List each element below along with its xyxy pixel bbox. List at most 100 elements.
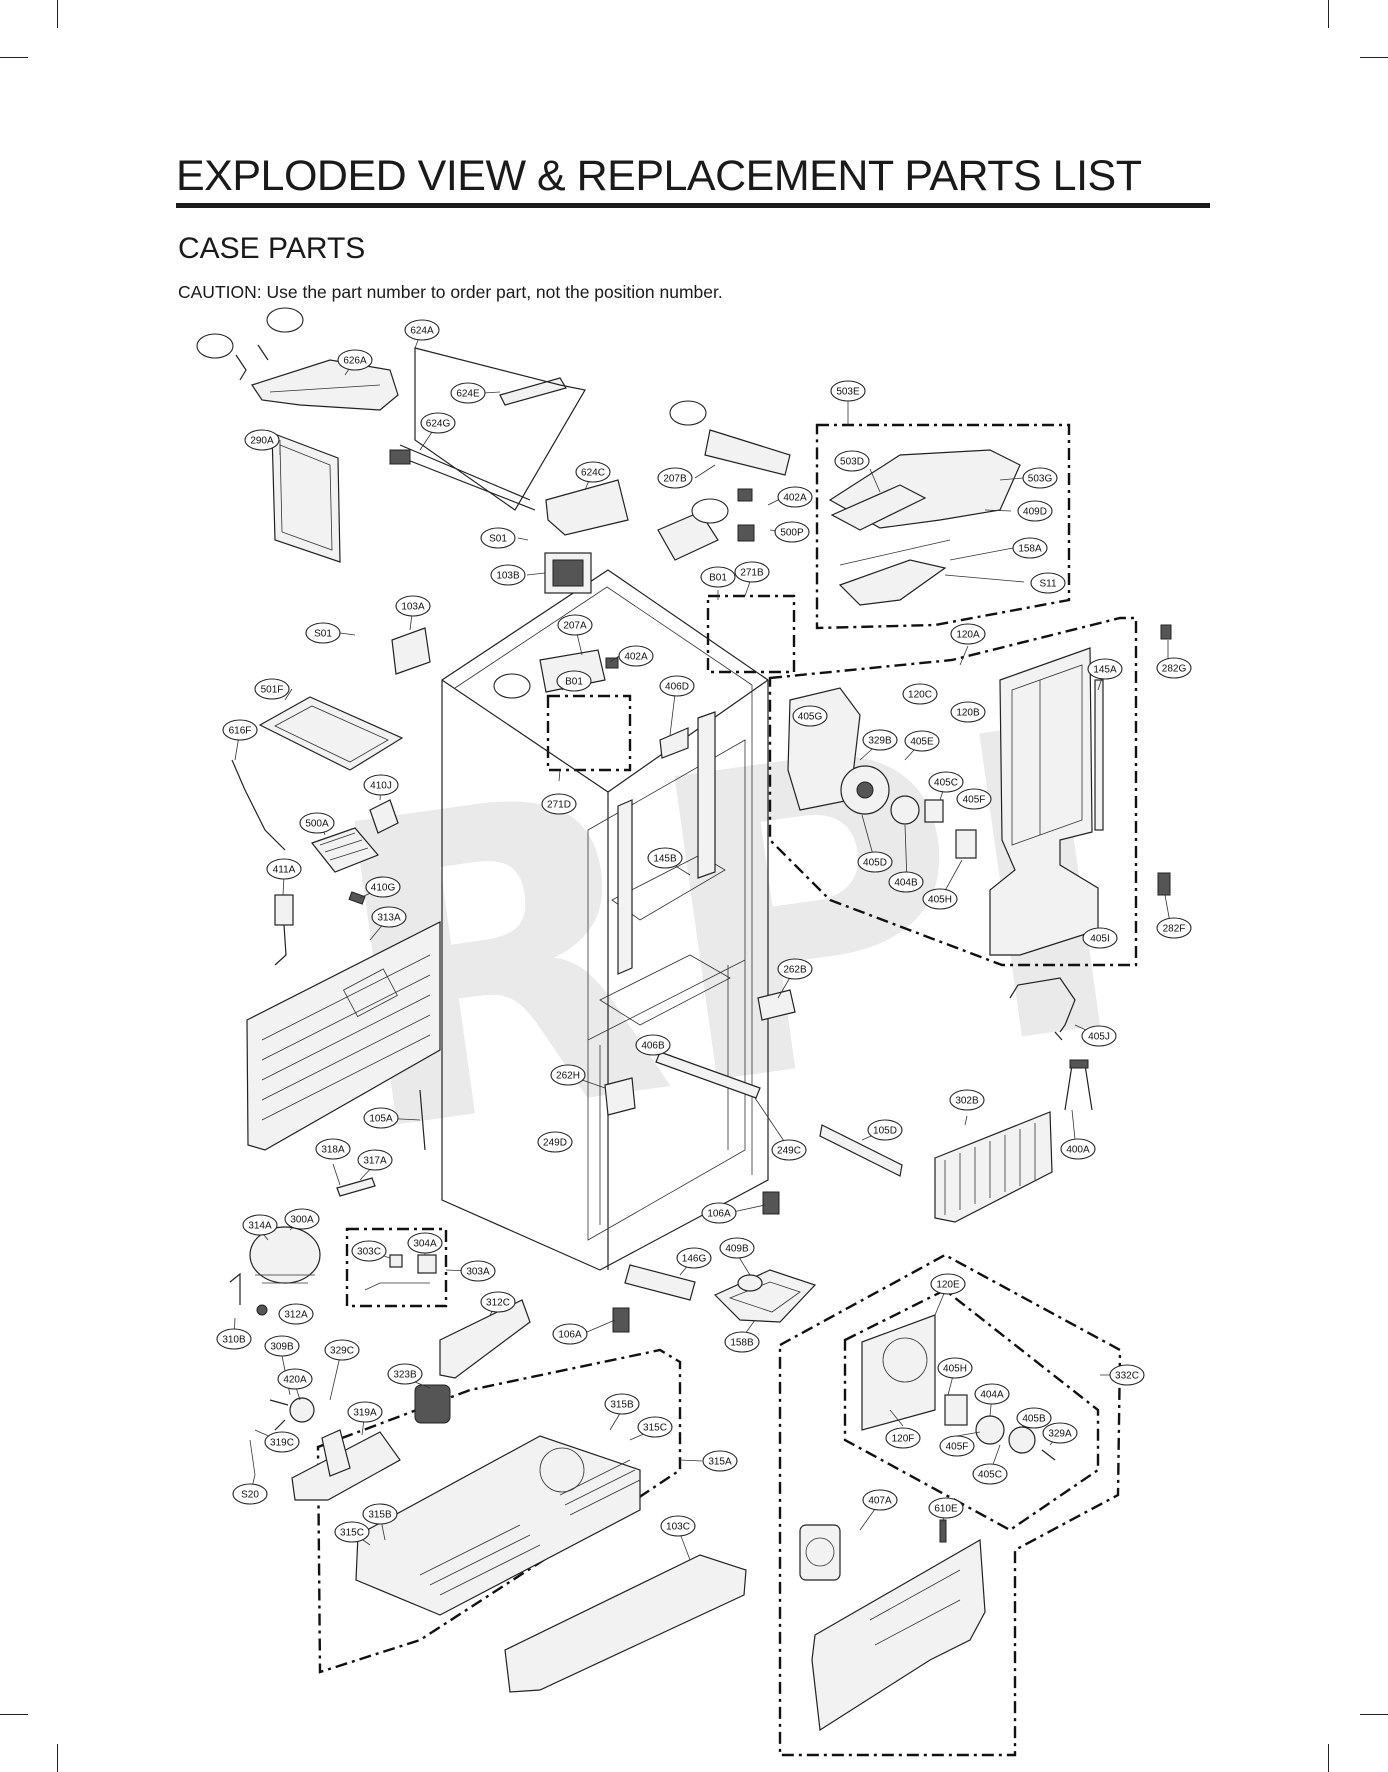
callout-label: 249D xyxy=(543,1138,567,1149)
callout-120e: 120E xyxy=(930,1273,966,1295)
callout-271b: 271B xyxy=(734,561,770,583)
callout-405g: 405G xyxy=(792,705,828,727)
callout-label: 323B xyxy=(393,1370,417,1381)
callout-145a: 145A xyxy=(1087,658,1123,680)
crop-mark-bottom-right-v xyxy=(1328,1744,1329,1772)
callout-318a: 318A xyxy=(315,1138,351,1160)
part-616F-tube xyxy=(231,759,286,851)
callout-323b: 323B xyxy=(387,1363,423,1385)
callout-label: 405F xyxy=(946,1442,969,1453)
callout-label: 409B xyxy=(725,1244,749,1255)
callout-label: 271D xyxy=(547,800,571,811)
callout-303c: 303C xyxy=(351,1240,387,1262)
callout-label: 319C xyxy=(270,1438,294,1449)
callout-312c: 312C xyxy=(480,1291,516,1313)
callout-262h: 262H xyxy=(550,1064,586,1086)
callout-label: S01 xyxy=(489,534,507,545)
callout-105d: 105D xyxy=(867,1119,903,1141)
crop-mark-top-left xyxy=(0,57,28,58)
part-145B-rail xyxy=(617,711,716,975)
callout-120f: 120F xyxy=(885,1427,921,1449)
callout-label: 410J xyxy=(370,781,392,792)
callout-label: 503D xyxy=(840,457,864,468)
callout-label: 624A xyxy=(410,326,434,337)
callout-label: 315A xyxy=(708,1457,732,1468)
callout-label: 610E xyxy=(934,1504,958,1515)
callout-label: S20 xyxy=(241,1490,259,1501)
callout-label: 329B xyxy=(868,736,892,747)
callout-404a: 404A xyxy=(974,1383,1010,1405)
callout-label: B01 xyxy=(565,677,583,688)
callout-label: S11 xyxy=(1039,579,1056,590)
callout-layer: 624A626A624E624G290A624C207B402A500P503E… xyxy=(196,307,1192,1543)
callout-103a: 103A xyxy=(395,595,431,617)
callout-label: 313A xyxy=(377,913,401,924)
callout-103c: 103C xyxy=(660,1515,696,1537)
callout-400a: 400A xyxy=(1060,1138,1096,1160)
callout-label: 405C xyxy=(978,1470,1002,1481)
callout-624e: 624E xyxy=(450,382,486,404)
part-610E-duct xyxy=(811,1519,986,1732)
callout-label: 309B xyxy=(270,1342,294,1353)
section-subtitle: CASE PARTS xyxy=(178,232,366,265)
callout-label: 624C xyxy=(581,468,605,479)
callout-label: 120B xyxy=(956,708,980,719)
callout-b01-top: B01 xyxy=(700,566,736,588)
part-262H-hinge xyxy=(604,1077,636,1116)
callout-624a: 624A xyxy=(404,319,440,341)
callout-319a: 319A xyxy=(347,1401,383,1423)
part-262B-hinge xyxy=(757,989,796,1021)
callout-label: 332C xyxy=(1115,1371,1139,1382)
callout-290a: 290A xyxy=(244,429,280,451)
crop-mark-bottom-right xyxy=(1360,1714,1388,1715)
callout-s11: S11 xyxy=(1030,572,1066,594)
callout-label: 411A xyxy=(273,865,296,876)
callout-282g: 282G xyxy=(1156,657,1192,679)
callout-402a-mid: 402A xyxy=(618,645,654,667)
callout-blank-1 xyxy=(196,333,234,359)
callout-label: 103B xyxy=(496,571,520,582)
callout-label: 249C xyxy=(777,1146,801,1157)
caution-note: CAUTION: Use the part number to order pa… xyxy=(178,282,723,302)
callout-label: 402A xyxy=(624,652,648,663)
part-105D-bar xyxy=(819,1124,903,1177)
part-120E-cover xyxy=(861,1314,936,1431)
part-315A-base xyxy=(355,1435,641,1616)
callout-503e: 503E xyxy=(830,380,866,402)
part-146G-rail xyxy=(624,1264,696,1301)
callout-label: 282G xyxy=(1162,664,1187,675)
callout-317a: 317A xyxy=(357,1149,393,1171)
callout-label: 616F xyxy=(229,726,252,737)
callout-406b: 406B xyxy=(635,1034,671,1056)
callout-329b: 329B xyxy=(862,729,898,751)
callout-106a-bot: 106A xyxy=(552,1323,588,1345)
part-503-assembly xyxy=(828,449,1021,606)
callout-s01-left: S01 xyxy=(305,622,341,644)
part-411A-cord xyxy=(274,894,294,966)
part-158B-tray xyxy=(713,1269,817,1323)
callout-label: 145A xyxy=(1093,665,1117,676)
callout-329a: 329A xyxy=(1042,1422,1078,1444)
part-317A-valve xyxy=(336,1177,376,1197)
callout-s20: S20 xyxy=(232,1483,268,1505)
part-319A-drain-pan xyxy=(291,1429,401,1501)
callout-label: 303C xyxy=(357,1247,381,1258)
callout-label: 105A xyxy=(369,1114,393,1125)
crop-mark-top-left-v xyxy=(57,0,58,28)
callout-label: 302B xyxy=(955,1096,979,1107)
callout-label: 145B xyxy=(653,854,677,865)
callout-300a: 300A xyxy=(284,1208,320,1230)
callout-405i: 405I xyxy=(1082,927,1118,949)
callout-label: 262B xyxy=(783,965,807,976)
callout-207a: 207A xyxy=(557,614,593,636)
callout-label: 409D xyxy=(1023,507,1047,518)
part-120-duct-assembly xyxy=(989,647,1104,956)
callout-158b: 158B xyxy=(724,1331,760,1353)
callout-103b: 103B xyxy=(490,564,526,586)
callout-label: 410G xyxy=(371,883,396,894)
callout-310b: 310B xyxy=(216,1328,252,1350)
callout-label: 501F xyxy=(261,685,284,696)
callout-label: 405H xyxy=(943,1364,967,1375)
callout-label: 329C xyxy=(330,1346,354,1357)
callout-282f: 282F xyxy=(1156,917,1192,939)
